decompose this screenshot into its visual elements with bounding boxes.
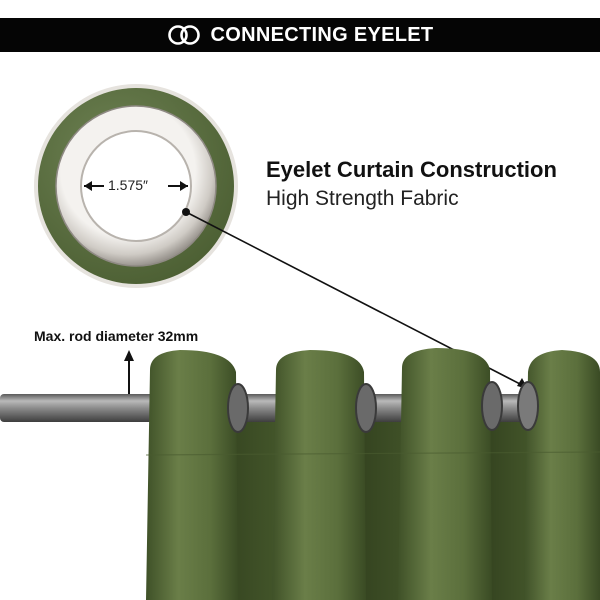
header-banner: CONNECTING EYELET <box>0 18 600 52</box>
fabric-subline: High Strength Fabric <box>266 187 459 210</box>
eyelet-diameter-label: 1.575″ <box>108 177 148 193</box>
curtain-pleats <box>145 348 600 600</box>
rod-diameter-label: Max. rod diameter 32mm <box>34 328 199 344</box>
eyelet-hole <box>80 130 192 242</box>
linked-rings-icon <box>167 25 200 45</box>
construction-headline: Eyelet Curtain Construction <box>266 157 557 182</box>
banner-title: CONNECTING EYELET <box>210 23 434 46</box>
eyelet-closeup <box>34 84 238 288</box>
